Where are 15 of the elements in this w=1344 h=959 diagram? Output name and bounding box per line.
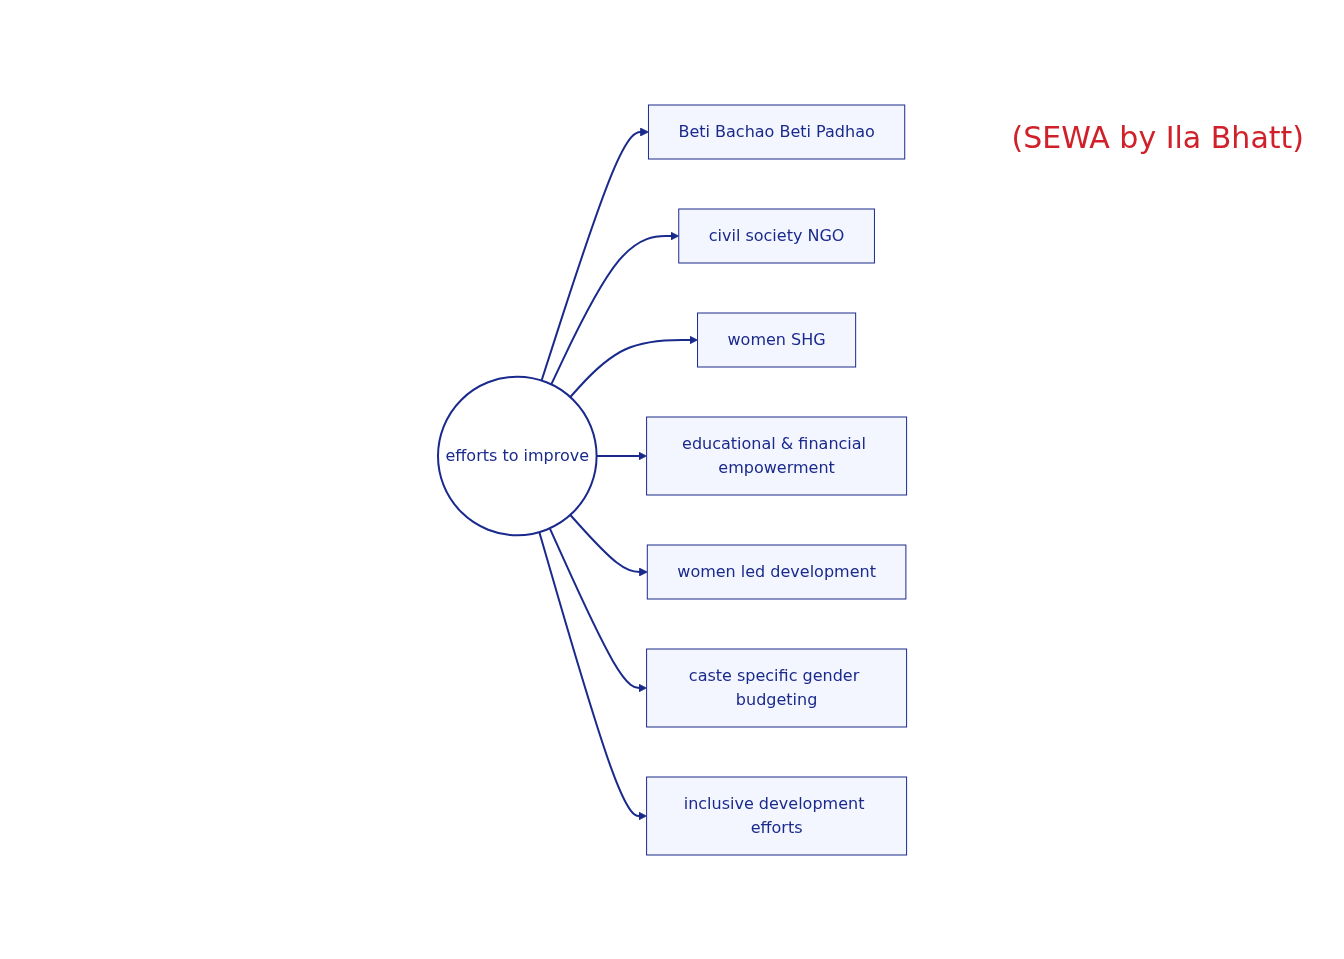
node-box: Beti Bachao Beti Padhao [647, 104, 905, 159]
arrow [540, 127, 649, 381]
arrow [548, 526, 647, 692]
arrow [549, 231, 679, 385]
node-box: inclusive development efforts [645, 776, 907, 855]
arrow [569, 335, 698, 398]
node-box: caste specific gender budgeting [645, 648, 907, 727]
node-box: civil society NGO [677, 208, 875, 263]
node-circle: efforts to improve [436, 375, 598, 536]
node-box: women SHG [696, 312, 856, 367]
arrow [538, 530, 647, 820]
arrow [569, 513, 648, 576]
note-text: (SEWA by Ila Bhatt) [1011, 120, 1304, 155]
node-box: women led development [646, 544, 907, 599]
node-box: educational & financial empowerment [645, 416, 907, 495]
